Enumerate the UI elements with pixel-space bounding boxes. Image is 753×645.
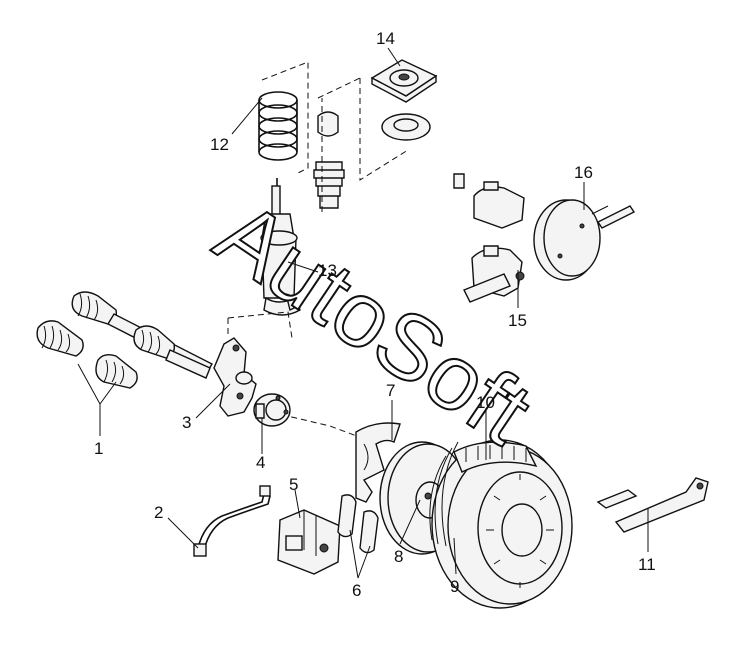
callout-10: 10	[476, 393, 495, 412]
bump-stop	[313, 111, 345, 209]
strut-mount-plate	[370, 59, 438, 141]
callout-14: 14	[376, 29, 395, 48]
brake-fluid-reservoir	[453, 173, 525, 229]
cv-joint-boots	[36, 320, 138, 389]
callout-13: 13	[318, 261, 337, 280]
callout-16: 16	[574, 163, 593, 182]
callout-9: 9	[450, 577, 459, 596]
callout-4: 4	[256, 453, 265, 472]
steering-knuckle	[213, 337, 257, 417]
drive-shaft	[71, 291, 213, 379]
brake-booster	[533, 199, 636, 281]
callout-5: 5	[289, 475, 298, 494]
wheel-tire	[429, 439, 573, 609]
callout-8: 8	[394, 547, 403, 566]
brake-hose	[193, 485, 271, 557]
strut-assembly	[260, 178, 301, 316]
callout-7: 7	[386, 381, 395, 400]
leader-lines	[77, 47, 649, 579]
callout-15: 15	[508, 311, 527, 330]
callout-1: 1	[94, 439, 103, 458]
brake-caliper	[277, 509, 341, 575]
splash-shield	[355, 422, 401, 503]
callout-2: 2	[154, 503, 163, 522]
callout-numbers: 1 2 3 4 5 6 7 8 9 10 11 12 13 14 15 16	[94, 29, 656, 600]
brake-pads	[337, 494, 379, 554]
brake-master-cylinder	[463, 245, 525, 303]
brake-adjuster	[596, 477, 709, 533]
coil-spring	[258, 91, 298, 161]
callout-11: 11	[638, 555, 656, 574]
callout-12: 12	[210, 135, 229, 154]
callout-3: 3	[182, 413, 191, 432]
wheel-hub	[253, 393, 291, 427]
callout-6: 6	[352, 581, 361, 600]
